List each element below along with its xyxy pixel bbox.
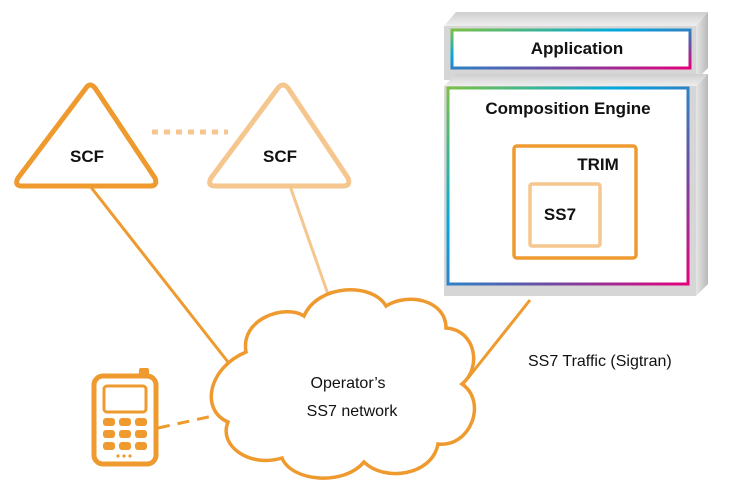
cloud-label-line2: SS7 network <box>307 403 399 420</box>
application-label: Application <box>531 39 624 58</box>
cloud-shape <box>209 288 477 480</box>
ss7-traffic-link <box>466 299 532 379</box>
cloud-label-line1: Operator’s <box>311 375 386 392</box>
operator-network-cloud: Operator’s SS7 network <box>209 288 477 480</box>
composition-engine-box: Composition Engine TRIM SS7 <box>444 74 708 296</box>
phone-dashed-link <box>157 412 223 430</box>
scf-right-triangle <box>207 82 352 189</box>
scf-left-to-network-link <box>88 185 230 363</box>
ss7-label: SS7 <box>544 205 576 224</box>
ss7-traffic-label: SS7 Traffic (Sigtran) <box>528 353 672 370</box>
composition-engine-label: Composition Engine <box>485 99 650 118</box>
scf-left-node: SCF <box>14 82 159 189</box>
scf-right-to-network-link <box>288 185 332 301</box>
application-box: Application <box>444 12 708 80</box>
ss7-box: SS7 <box>528 182 602 248</box>
connection-lines <box>88 129 532 430</box>
scf-right-label: SCF <box>263 147 297 166</box>
scf-right-node: SCF <box>207 82 352 189</box>
trim-box: TRIM SS7 <box>512 144 638 260</box>
mobile-phone-icon <box>91 368 159 467</box>
trim-label: TRIM <box>577 155 619 174</box>
scf-left-label: SCF <box>70 147 104 166</box>
scf-left-triangle <box>14 82 159 189</box>
